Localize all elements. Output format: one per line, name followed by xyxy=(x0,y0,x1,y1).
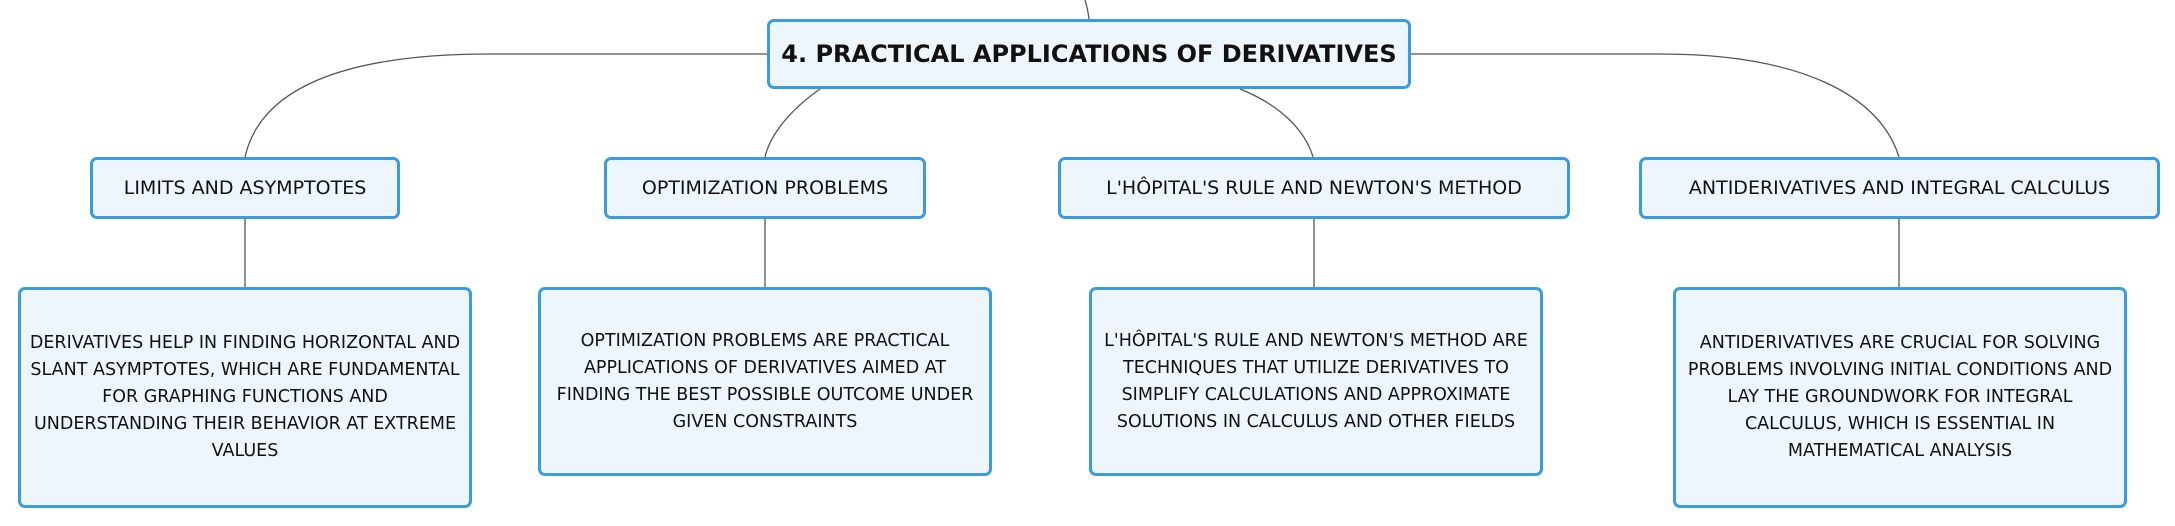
connector-root-to-optimization xyxy=(764,88,821,158)
detail-node-text: OPTIMIZATION PROBLEMS ARE PRACTICAL APPL… xyxy=(556,330,974,432)
topic-node-label: ANTIDERIVATIVES AND INTEGRAL CALCULUS xyxy=(1688,177,2111,199)
topic-node-label: L'HÔPITAL'S RULE AND NEWTON'S METHOD xyxy=(1106,177,1522,199)
detail-node-antiderivatives[interactable]: ANTIDERIVATIVES ARE CRUCIAL FOR SOLVING … xyxy=(1673,287,2127,508)
detail-node-text: L'HÔPITAL'S RULE AND NEWTON'S METHOD ARE… xyxy=(1104,330,1528,432)
root-node[interactable]: 4. PRACTICAL APPLICATIONS OF DERIVATIVES xyxy=(767,19,1411,89)
topic-node-optimization-problems[interactable]: OPTIMIZATION PROBLEMS xyxy=(604,157,926,219)
connector-root-to-limits xyxy=(244,53,767,158)
detail-node-text: DERIVATIVES HELP IN FINDING HORIZONTAL A… xyxy=(29,333,461,461)
topic-node-label: OPTIMIZATION PROBLEMS xyxy=(641,177,889,199)
root-node-label: 4. PRACTICAL APPLICATIONS OF DERIVATIVES xyxy=(781,40,1397,68)
detail-node-text: ANTIDERIVATIVES ARE CRUCIAL FOR SOLVING … xyxy=(1687,333,2113,461)
topic-node-limits-and-asymptotes[interactable]: LIMITS AND ASYMPTOTES xyxy=(90,157,400,219)
topic-node-lhopital-and-newton[interactable]: L'HÔPITAL'S RULE AND NEWTON'S METHOD xyxy=(1058,157,1570,219)
connector-root-to-antiderivatives xyxy=(1411,53,1900,158)
detail-node-optimization-problems[interactable]: OPTIMIZATION PROBLEMS ARE PRACTICAL APPL… xyxy=(538,287,992,476)
topic-node-antiderivatives[interactable]: ANTIDERIVATIVES AND INTEGRAL CALCULUS xyxy=(1639,157,2160,219)
connector-parent-to-root xyxy=(1084,0,1090,20)
detail-node-limits-and-asymptotes[interactable]: DERIVATIVES HELP IN FINDING HORIZONTAL A… xyxy=(18,287,472,508)
connector-root-to-lhopital xyxy=(1239,88,1314,158)
detail-node-lhopital-and-newton[interactable]: L'HÔPITAL'S RULE AND NEWTON'S METHOD ARE… xyxy=(1089,287,1543,476)
topic-node-label: LIMITS AND ASYMPTOTES xyxy=(123,177,367,199)
